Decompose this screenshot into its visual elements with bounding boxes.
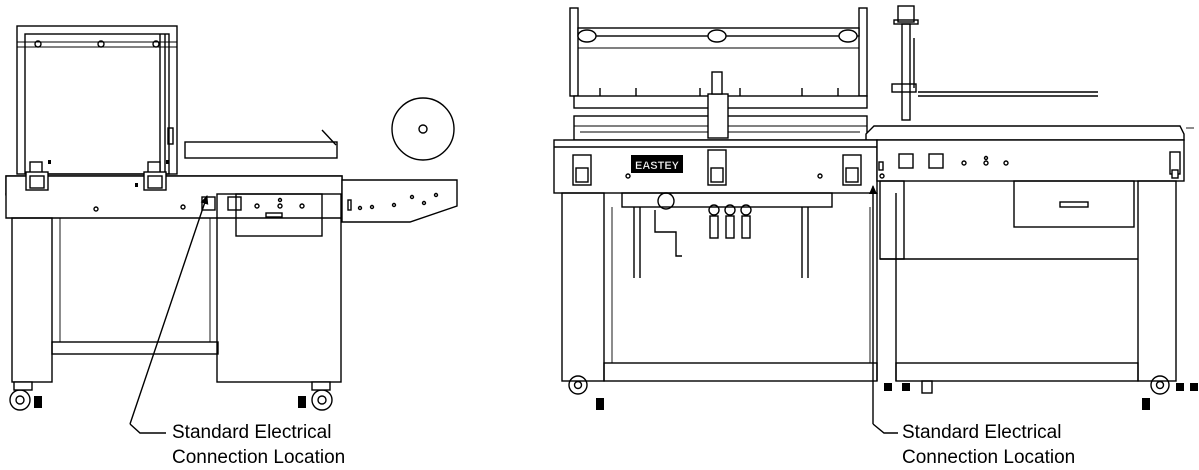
left-machine xyxy=(5,25,458,434)
right-frame xyxy=(561,180,1177,382)
left-cabinet xyxy=(216,193,342,383)
left-frame xyxy=(11,217,219,383)
right-table-top xyxy=(865,125,1194,141)
right-cabinet xyxy=(879,180,1138,260)
right-casters xyxy=(568,375,1198,410)
left-callout-line1: Standard Electrical xyxy=(172,422,332,443)
left-callout-label: Standard Electrical Connection Location xyxy=(172,420,345,470)
right-callout-line2: Connection Location xyxy=(902,447,1076,468)
right-pneumatics xyxy=(621,192,833,278)
brand-plate-text: EASTEY xyxy=(635,160,680,172)
right-column xyxy=(891,5,1098,121)
left-tray xyxy=(184,141,338,159)
right-callout-line1: Standard Electrical xyxy=(902,422,1062,443)
left-callout-leader xyxy=(129,195,209,434)
right-housing-band: EASTEY xyxy=(553,139,1185,194)
left-seal-arm xyxy=(16,25,178,175)
left-casters xyxy=(9,381,333,411)
left-callout-line2: Connection Location xyxy=(172,447,346,468)
right-callout-label: Standard Electrical Connection Location xyxy=(902,420,1075,470)
left-table-band xyxy=(5,160,458,223)
left-film-roll xyxy=(391,97,455,161)
right-machine: EASTEY xyxy=(553,5,1198,434)
right-callout-leader xyxy=(869,185,898,434)
right-seal-arm xyxy=(569,7,868,141)
